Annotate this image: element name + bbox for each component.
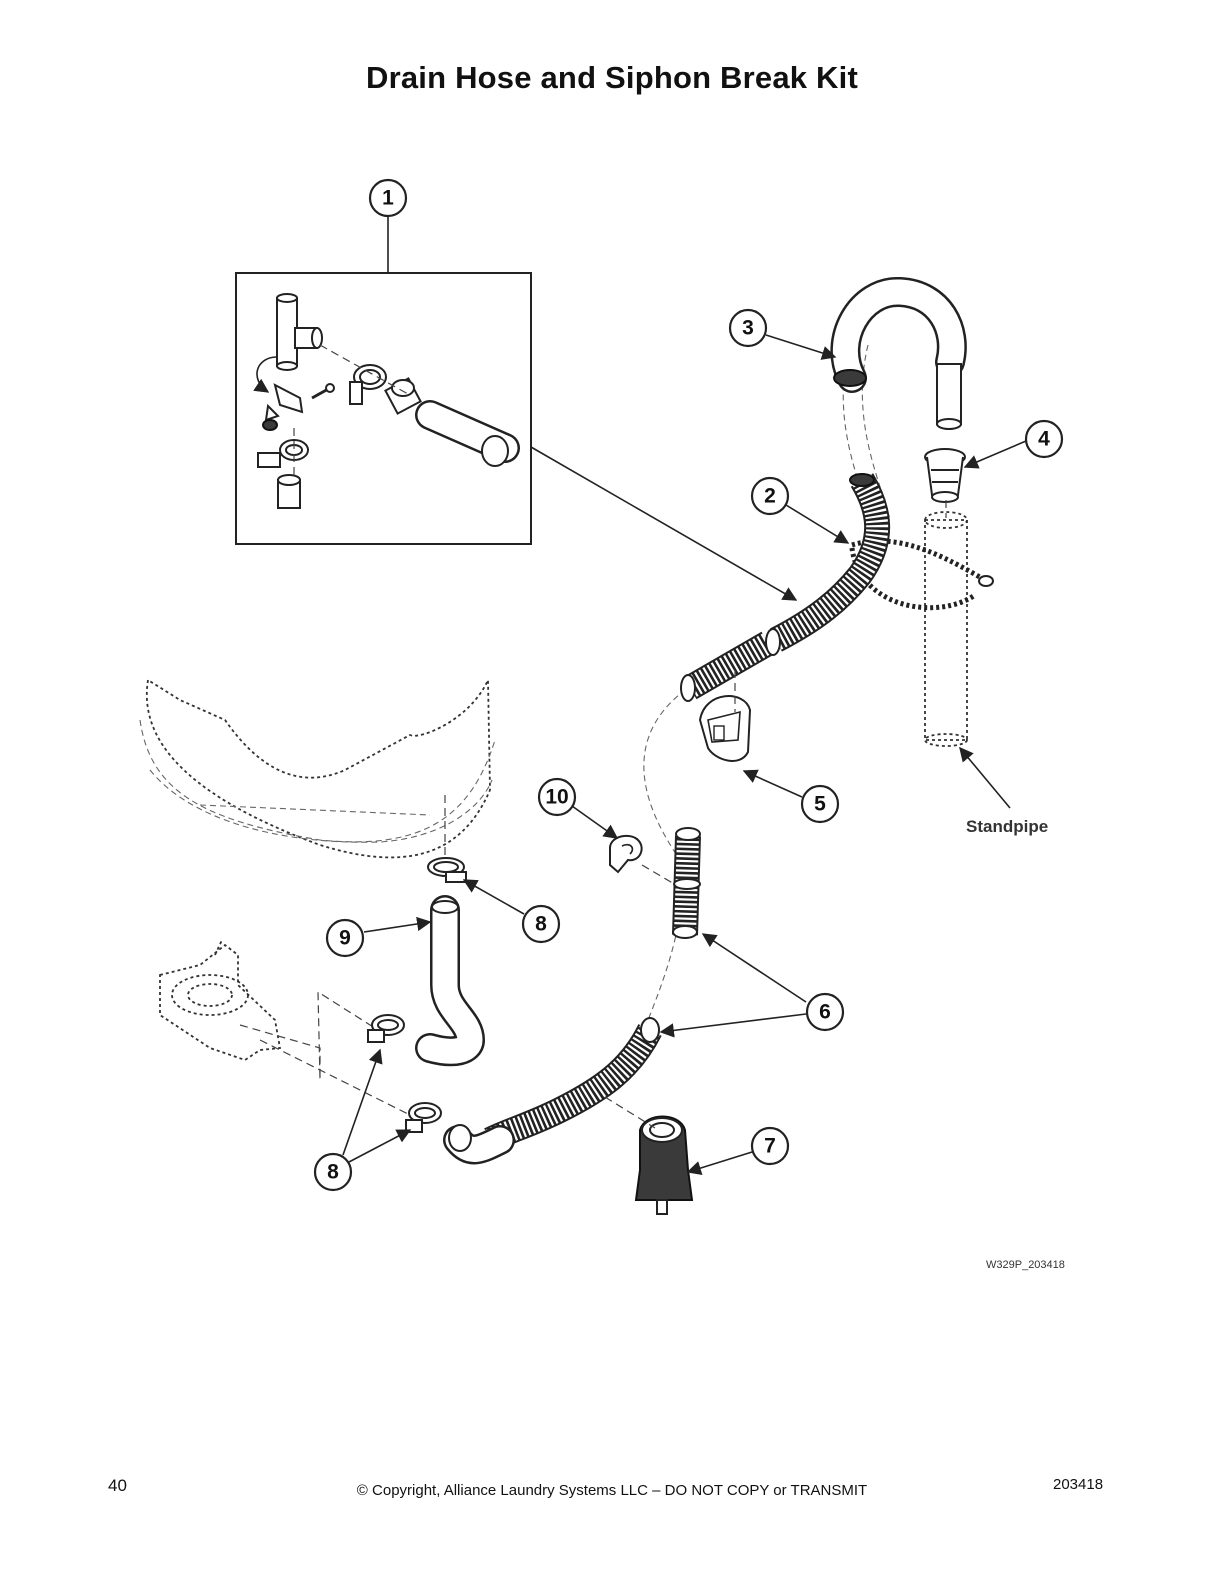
callout-7: 7 (750, 1126, 790, 1166)
callout-10: 10 (537, 777, 577, 817)
svg-text:10: 10 (545, 786, 568, 809)
svg-text:7: 7 (764, 1135, 776, 1158)
svg-text:4: 4 (1038, 428, 1050, 451)
hose-support (634, 1115, 694, 1215)
hose-clip (609, 834, 643, 874)
svg-text:9: 9 (339, 927, 351, 950)
document-number: 203418 (1053, 1476, 1104, 1493)
drain-hose-lower (443, 1017, 662, 1165)
callout-8-top: 8 (521, 904, 561, 944)
callout-3: 3 (728, 308, 768, 348)
kit-inset-box (235, 272, 532, 545)
siphon-insert (924, 448, 966, 503)
hose-hook (830, 277, 967, 430)
callout-5: 5 (800, 784, 840, 824)
svg-text:8: 8 (535, 913, 547, 936)
hose-clamp-middle (367, 1014, 405, 1043)
callout-6: 6 (805, 992, 845, 1032)
page-title: Drain Hose and Siphon Break Kit (366, 60, 858, 95)
svg-text:2: 2 (764, 485, 776, 508)
svg-text:6: 6 (819, 1001, 831, 1024)
hose-clamp-bottom (405, 1102, 442, 1133)
tub-outline (139, 678, 496, 859)
svg-text:3: 3 (742, 317, 754, 340)
svg-text:8: 8 (327, 1161, 339, 1184)
page-number: 40 (108, 1476, 127, 1495)
tee-fitting (276, 293, 323, 371)
svg-text:5: 5 (814, 793, 826, 816)
callout-9: 9 (325, 918, 365, 958)
standpipe (924, 511, 968, 747)
image-id: W329P_203418 (986, 1259, 1065, 1271)
copyright-notice: © Copyright, Alliance Laundry Systems LL… (356, 1482, 868, 1499)
callout-2: 2 (750, 476, 790, 516)
drain-hose-middle (672, 827, 701, 939)
callout-8-bottom: 8 (313, 1152, 353, 1192)
pump-hose (415, 895, 486, 1067)
callout-4: 4 (1024, 419, 1064, 459)
standpipe-label: Standpipe (966, 817, 1048, 836)
drain-hose-upper (680, 473, 891, 702)
callout-1: 1 (368, 178, 408, 218)
pump-outline (159, 939, 282, 1061)
svg-text:1: 1 (382, 187, 394, 210)
hose-clamp-top (427, 857, 467, 883)
hose-guide (698, 695, 752, 762)
